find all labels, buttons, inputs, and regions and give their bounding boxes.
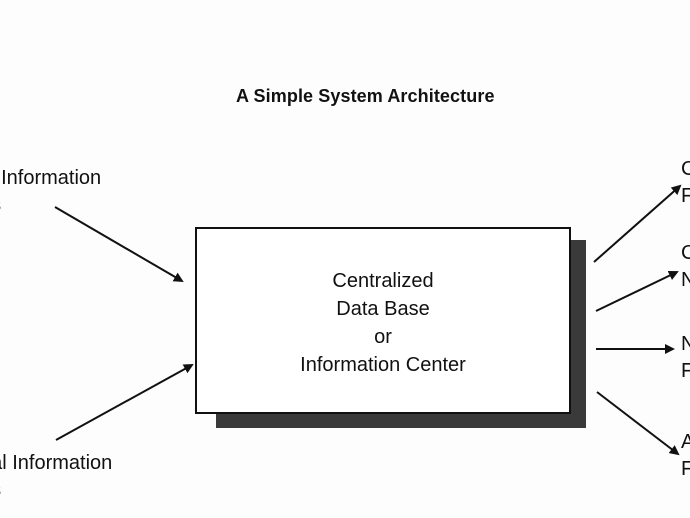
output-label-4: A F xyxy=(681,429,690,483)
output-label-1: C F xyxy=(681,156,690,210)
output-label-1-line-1: C xyxy=(681,158,690,180)
input-label-top: al Information es xyxy=(0,165,101,219)
input-arrow-top xyxy=(54,206,184,283)
center-line-4: Information Center xyxy=(300,354,466,376)
input-label-bottom: nal Information es xyxy=(0,450,112,504)
output-arrow-4 xyxy=(596,391,680,456)
center-line-1: Centralized xyxy=(332,270,434,292)
input-label-top-line-2: es xyxy=(0,192,101,219)
output-label-1-line-2: F xyxy=(681,185,690,207)
output-label-3-line-2: F xyxy=(681,360,690,382)
output-arrow-1 xyxy=(593,184,682,263)
output-label-3: N F xyxy=(681,331,690,385)
output-label-2-line-1: C xyxy=(681,242,690,264)
output-label-4-line-2: F xyxy=(681,458,690,480)
output-label-3-line-1: N xyxy=(681,333,690,355)
input-label-top-line-1: al Information xyxy=(0,167,102,189)
output-label-4-line-1: A xyxy=(681,431,690,453)
diagram-title: A Simple System Architecture xyxy=(236,86,495,106)
center-box-text: Centralized Data Base or Information Cen… xyxy=(197,267,569,379)
input-label-bottom-line-2: es xyxy=(0,477,112,504)
center-line-3: or xyxy=(374,326,392,348)
output-arrow-2 xyxy=(595,270,679,312)
input-arrow-bottom xyxy=(55,364,194,441)
output-label-2-line-2: N xyxy=(681,269,690,291)
center-box: Centralized Data Base or Information Cen… xyxy=(195,227,571,414)
output-label-2: C N xyxy=(681,240,690,294)
center-line-2: Data Base xyxy=(336,298,430,320)
input-label-bottom-line-1: nal Information xyxy=(0,452,113,474)
